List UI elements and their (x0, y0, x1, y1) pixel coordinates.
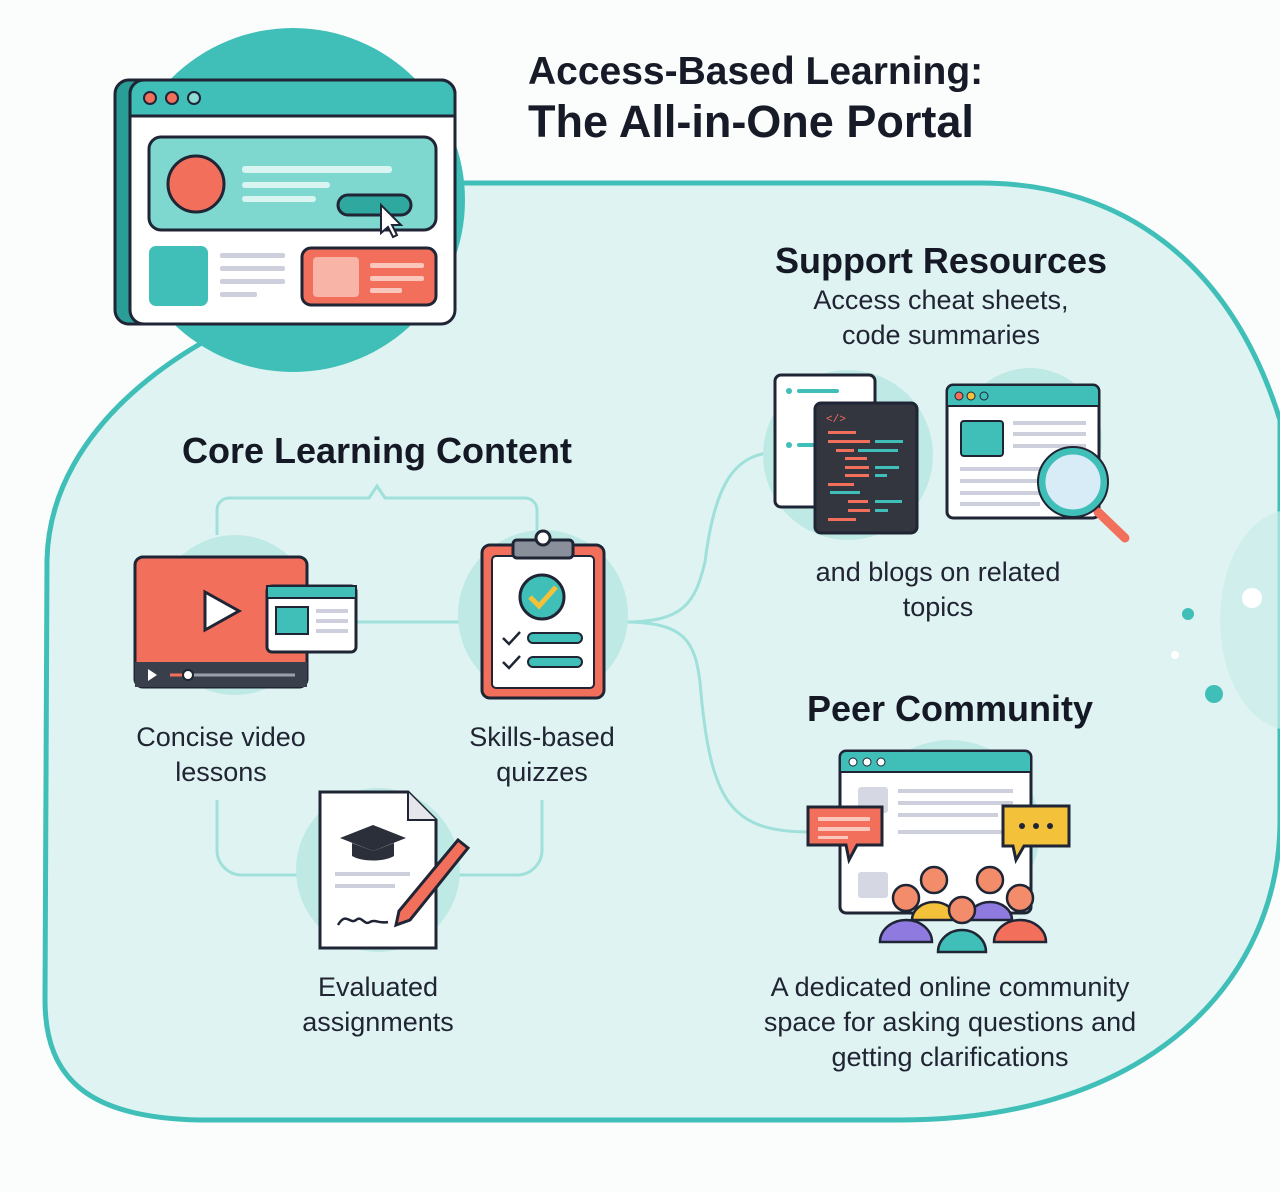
peer-community-heading: Peer Community (806, 688, 1094, 729)
code-summary-icon: </> (763, 370, 933, 540)
assignment-document-icon (296, 788, 471, 952)
support-resources-text-top: Access cheat sheets,code summaries (813, 285, 1069, 350)
title-line-1: Access-Based Learning: (528, 50, 984, 93)
glow-decoration (1220, 511, 1280, 729)
support-resources-heading: Support Resources (774, 240, 1108, 281)
connector-lines (215, 450, 811, 877)
core-learning-heading: Core Learning Content (181, 430, 572, 471)
sparkle-dot (1205, 685, 1223, 703)
video-player-icon (133, 535, 358, 695)
quiz-clipboard-icon (458, 529, 628, 700)
title-line-2: The All-in-One Portal (528, 96, 974, 147)
sparkle-dot (1182, 608, 1194, 620)
code-glyph: </> (826, 414, 846, 426)
sparkle-dot (1171, 651, 1179, 659)
blog-search-icon (945, 368, 1130, 543)
portal-browser-icon (113, 28, 465, 372)
sparkle-dot (1242, 588, 1262, 608)
peer-community-icon (806, 740, 1071, 954)
